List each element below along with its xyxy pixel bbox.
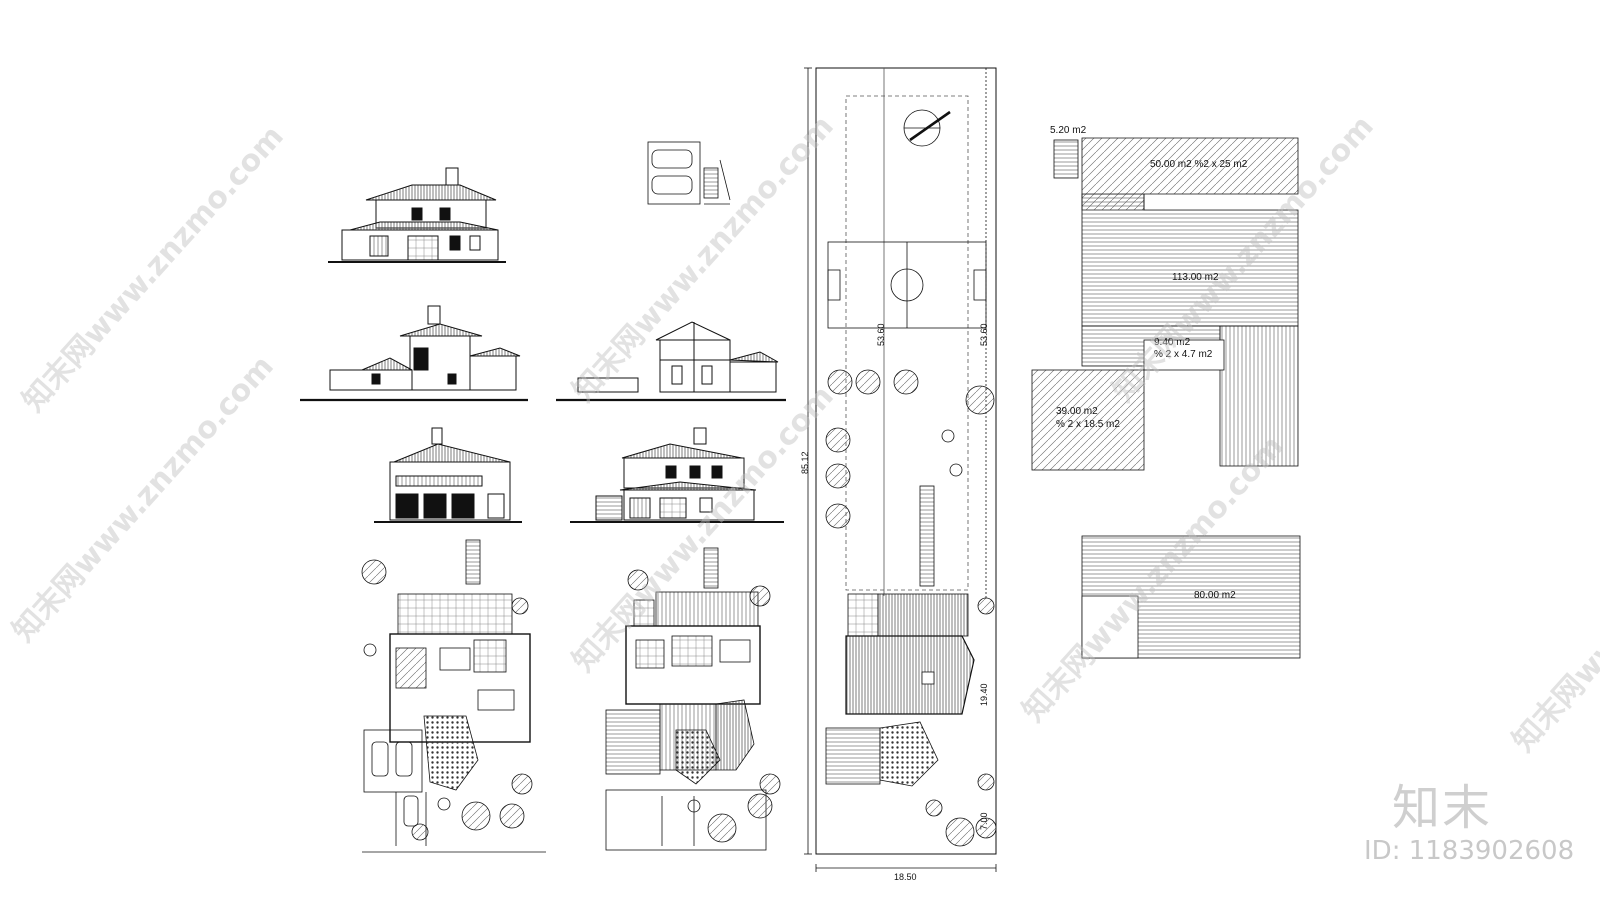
dim-right-length: 53.60 bbox=[979, 323, 989, 346]
dim-total-length: 85.12 bbox=[800, 451, 810, 474]
area-label-5a: 39.00 m2 bbox=[1056, 406, 1098, 417]
floor-plan-upper bbox=[605, 547, 781, 851]
site-plan bbox=[804, 67, 997, 872]
dim-width: 18.50 bbox=[894, 872, 917, 882]
area-label-4a: 9.40 m2 bbox=[1154, 337, 1191, 348]
area-label-4b: % 2 x 4.7 m2 bbox=[1154, 349, 1213, 360]
elevation-side-1 bbox=[300, 305, 528, 402]
watermark-id: ID: 1183902608 bbox=[1364, 836, 1575, 866]
area-label-1: 5.20 m2 bbox=[1050, 125, 1087, 136]
parking-plan bbox=[647, 141, 731, 205]
area-label-2: 50.00 m2 %2 x 25 m2 bbox=[1150, 159, 1248, 170]
area-label-6: 80.00 m2 bbox=[1194, 590, 1236, 601]
dim-mid-length: 53.60 bbox=[876, 323, 886, 346]
elevation-rear bbox=[374, 427, 522, 523]
elevation-front-2 bbox=[570, 427, 784, 523]
floor-plan-ground bbox=[361, 539, 546, 853]
area-label-5b: % 2 x 18.5 m2 bbox=[1056, 419, 1120, 430]
dim-lower-length: 19.40 bbox=[979, 683, 989, 706]
section-1 bbox=[556, 321, 786, 402]
watermark-brand: 知末 bbox=[1392, 780, 1493, 836]
dim-small: 7.00 bbox=[979, 812, 989, 830]
area-label-3: 113.00 m2 bbox=[1172, 272, 1219, 283]
area-diagrams bbox=[1031, 137, 1301, 659]
elevation-front-1 bbox=[328, 167, 506, 263]
